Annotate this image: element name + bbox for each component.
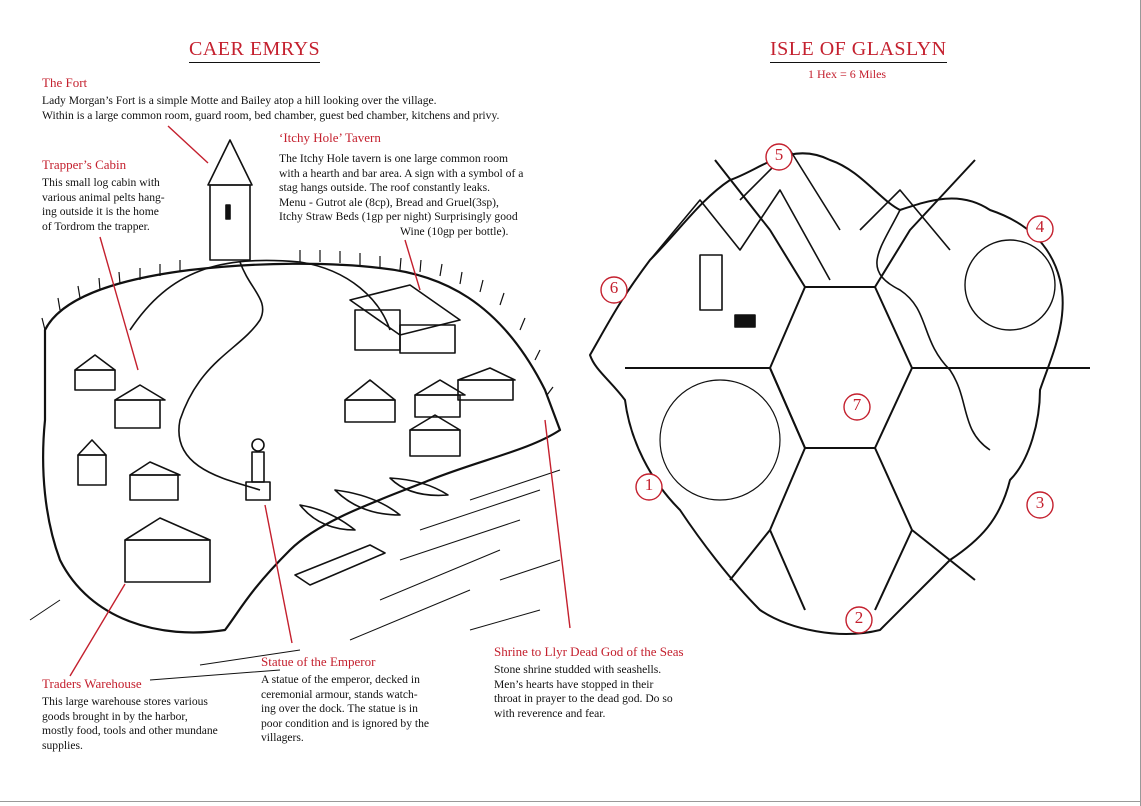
- water-lines: [29, 469, 561, 681]
- house: [77, 439, 107, 486]
- shrine-description: Stone shrine studded with seashells. Men…: [494, 663, 714, 721]
- text-line: with reverence and fear.: [494, 706, 606, 720]
- boat: [389, 477, 449, 497]
- hex-marker-5: 5: [774, 145, 784, 164]
- text-line: This small log cabin with: [42, 176, 160, 189]
- river: [876, 209, 991, 451]
- tavern-description: The Itchy Hole tavern is one large commo…: [279, 152, 549, 240]
- forest: [659, 379, 781, 501]
- hex-marker-7: 7: [852, 395, 862, 414]
- fort-heading: The Fort: [42, 75, 88, 90]
- emperor-statue: [245, 438, 271, 501]
- text-line: supplies.: [42, 738, 83, 752]
- warehouse: [124, 517, 211, 583]
- map-title-isle-of-glaslyn: ISLE OF GLASLYN: [770, 37, 947, 63]
- text-line: A statue of the emperor, decked in: [261, 673, 420, 686]
- tavern-building: [349, 284, 461, 354]
- hex-marker-3: 3: [1035, 493, 1045, 512]
- hex-marker-2: 2: [854, 608, 864, 627]
- page-edge: [0, 801, 1141, 802]
- palisade-wall: [42, 262, 562, 634]
- text-line: Men’s hearts have stopped in their: [494, 677, 654, 691]
- text-line: Stone shrine studded with seashells.: [494, 663, 662, 676]
- warehouse-description: This large warehouse stores various good…: [42, 695, 252, 753]
- motte-hill: [129, 259, 391, 331]
- forest: [964, 239, 1056, 331]
- cabin-description: This small log cabin with various animal…: [42, 176, 212, 234]
- island-coast: [589, 152, 1064, 635]
- road: [178, 261, 264, 491]
- text-line: Menu - Gutrot ale (8cp), Bread and Gruel…: [279, 195, 499, 209]
- text-line: goods brought in by the harbor,: [42, 709, 188, 723]
- mountains: [649, 149, 951, 281]
- text-line: The Itchy Hole tavern is one large commo…: [279, 152, 509, 165]
- hex-marker-4: 4: [1035, 217, 1045, 236]
- fort-tower: [207, 139, 253, 261]
- fort-description: Lady Morgan’s Fort is a simple Motte and…: [42, 94, 562, 123]
- watchtower: [699, 254, 756, 328]
- house: [129, 461, 181, 501]
- text-line: villagers.: [261, 731, 304, 745]
- statue-heading: Statue of the Emperor: [261, 654, 376, 669]
- house: [74, 354, 116, 391]
- cabin-heading: Trapper’s Cabin: [42, 157, 127, 172]
- text-line: mostly food, tools and other mundane: [42, 724, 218, 738]
- shrine-heading: Shrine to Llyr Dead God of the Seas: [494, 644, 684, 659]
- text-line: Wine (10gp per bottle).: [400, 224, 509, 238]
- dock: [294, 544, 386, 586]
- text-line: ing over the dock. The statue is in: [261, 702, 418, 716]
- hex-grid: [625, 159, 1090, 611]
- map-title-caer-emrys: CAER EMRYS: [189, 37, 321, 63]
- text-line: Itchy Straw Beds (1gp per night) Surpris…: [279, 210, 518, 224]
- text-line: throat in prayer to the dead god. Do so: [494, 692, 673, 706]
- hex-marker-6: 6: [609, 278, 619, 297]
- text-line: ing outside it is the home: [42, 205, 159, 219]
- house: [409, 414, 461, 457]
- hex-marker-1: 1: [644, 475, 654, 494]
- text-line: stag hangs outside. The roof constantly …: [279, 181, 491, 195]
- map-scale: 1 Hex = 6 Miles: [808, 67, 887, 81]
- boat: [299, 504, 356, 531]
- trapper-cabin: [114, 384, 166, 429]
- text-line: poor condition and is ignored by the: [261, 716, 430, 730]
- text-line: This large warehouse stores various: [42, 695, 208, 708]
- text-line: Within is a large common room, guard roo…: [42, 108, 500, 122]
- house: [344, 379, 396, 423]
- text-line: of Tordrom the trapper.: [42, 219, 150, 233]
- warehouse-heading: Traders Warehouse: [42, 676, 142, 691]
- text-line: ceremonial armour, stands watch-: [261, 687, 418, 701]
- text-line: various animal pelts hang-: [42, 190, 165, 204]
- text-line: Lady Morgan’s Fort is a simple Motte and…: [42, 94, 437, 107]
- tavern-heading: ‘Itchy Hole’ Tavern: [279, 130, 381, 145]
- house: [457, 367, 516, 401]
- text-line: with a hearth and bar area. A sign with …: [279, 166, 524, 180]
- boat: [334, 489, 401, 516]
- statue-description: A statue of the emperor, decked in cerem…: [261, 673, 461, 746]
